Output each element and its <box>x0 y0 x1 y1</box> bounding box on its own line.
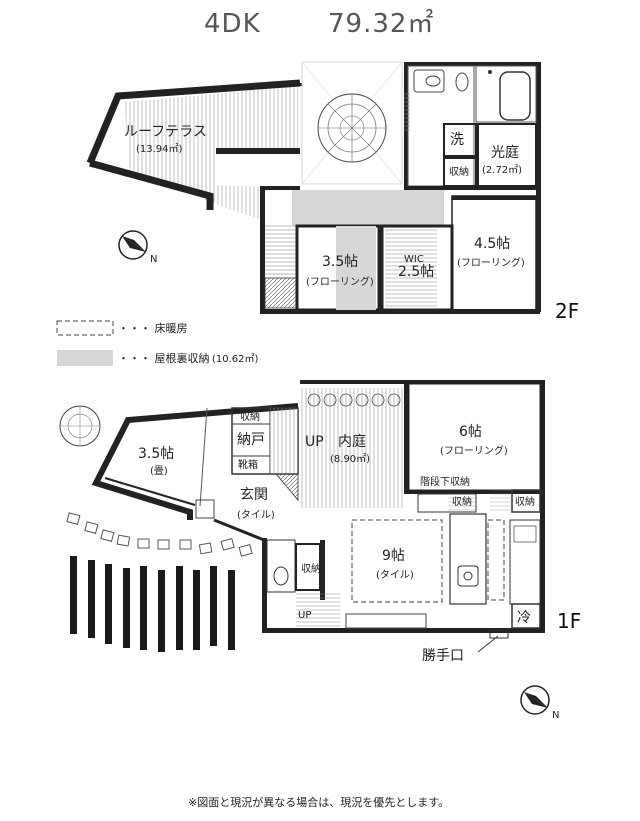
svg-text:N: N <box>552 710 559 721</box>
room-6-sub: (フローリング) <box>440 444 508 457</box>
light-court-label: 光庭 <box>491 144 519 161</box>
tree-icon <box>59 405 101 447</box>
inner-court-area: (8.90㎡) <box>330 453 370 465</box>
compass-icon: N <box>118 230 157 265</box>
storage-b-label: 収納 <box>515 495 535 508</box>
storage-top-label: 収納 <box>240 410 260 423</box>
legend: ・・・ 床暖房 ・・・ 屋根裏収納 (10.62㎡) <box>56 320 259 366</box>
fence-posts <box>70 556 235 652</box>
room-35-1f-label: 3.5帖 <box>138 446 174 462</box>
stepping-stones <box>66 512 253 557</box>
wash-label: 洗 <box>450 132 464 148</box>
floor-2f-label: 2F <box>555 299 579 323</box>
room-6-label: 6帖 <box>459 424 482 440</box>
first-floor: N 3.5帖 (畳) 収納 納戸 靴箱 UP 内庭 (8.90㎡) 6帖 (フロ… <box>59 380 581 721</box>
shoe-box-label: 靴箱 <box>238 458 258 471</box>
svg-text:N: N <box>150 254 157 265</box>
room-35-2f-label: 3.5帖 <box>322 254 358 270</box>
storage-c-label: 収納 <box>301 562 321 575</box>
room-45-sub: (フローリング) <box>457 256 525 269</box>
room-45-label: 4.5帖 <box>474 236 510 252</box>
service-door-label: 勝手口 <box>422 648 464 664</box>
legend-attic-area: (10.62㎡) <box>212 353 259 365</box>
storage-label-2f: 収納 <box>449 165 469 178</box>
compass-icon: N <box>520 685 559 721</box>
entrance-label: 玄関 <box>240 486 268 503</box>
wic-size: 2.5帖 <box>398 264 434 280</box>
room-35-2f-sub: (フローリング) <box>306 275 374 288</box>
layout-label: 4DK <box>204 9 261 39</box>
fridge-label: 冷 <box>517 610 531 626</box>
nando-label: 納戸 <box>237 432 265 448</box>
legend-attic-storage: ・・・ 屋根裏収納 <box>118 351 210 365</box>
area-label: 79.32㎡ <box>328 9 434 39</box>
tree-icon <box>317 93 387 163</box>
shrub-row <box>307 393 401 407</box>
inner-court-label: 内庭 <box>338 433 366 450</box>
up-label-1: UP <box>305 434 324 450</box>
room-9-label: 9帖 <box>382 548 405 564</box>
disclaimer-note: ※図面と現況が異なる場合は、現況を優先とします。 <box>188 795 449 809</box>
second-floor: N ルーフテラス (13.94㎡) 洗 収納 光庭 (2.72㎡) 3.5帖 (… <box>86 61 579 323</box>
room-35-1f-sub: (畳) <box>150 465 168 477</box>
roof-terrace-area: (13.94㎡) <box>136 143 183 155</box>
light-court-area: (2.72㎡) <box>482 164 522 176</box>
entrance-sub: (タイル) <box>237 509 275 521</box>
floor-1f-label: 1F <box>557 609 581 633</box>
under-stair-label: 階段下収納 <box>420 475 470 488</box>
roof-terrace-label: ルーフテラス <box>124 124 207 140</box>
room-9-sub: (タイル) <box>376 569 414 581</box>
storage-a-label: 収納 <box>452 495 472 508</box>
wic-label: WIC <box>404 254 424 265</box>
up-label-2: UP <box>298 610 311 621</box>
legend-floor-heating: ・・・ 床暖房 <box>118 321 188 335</box>
